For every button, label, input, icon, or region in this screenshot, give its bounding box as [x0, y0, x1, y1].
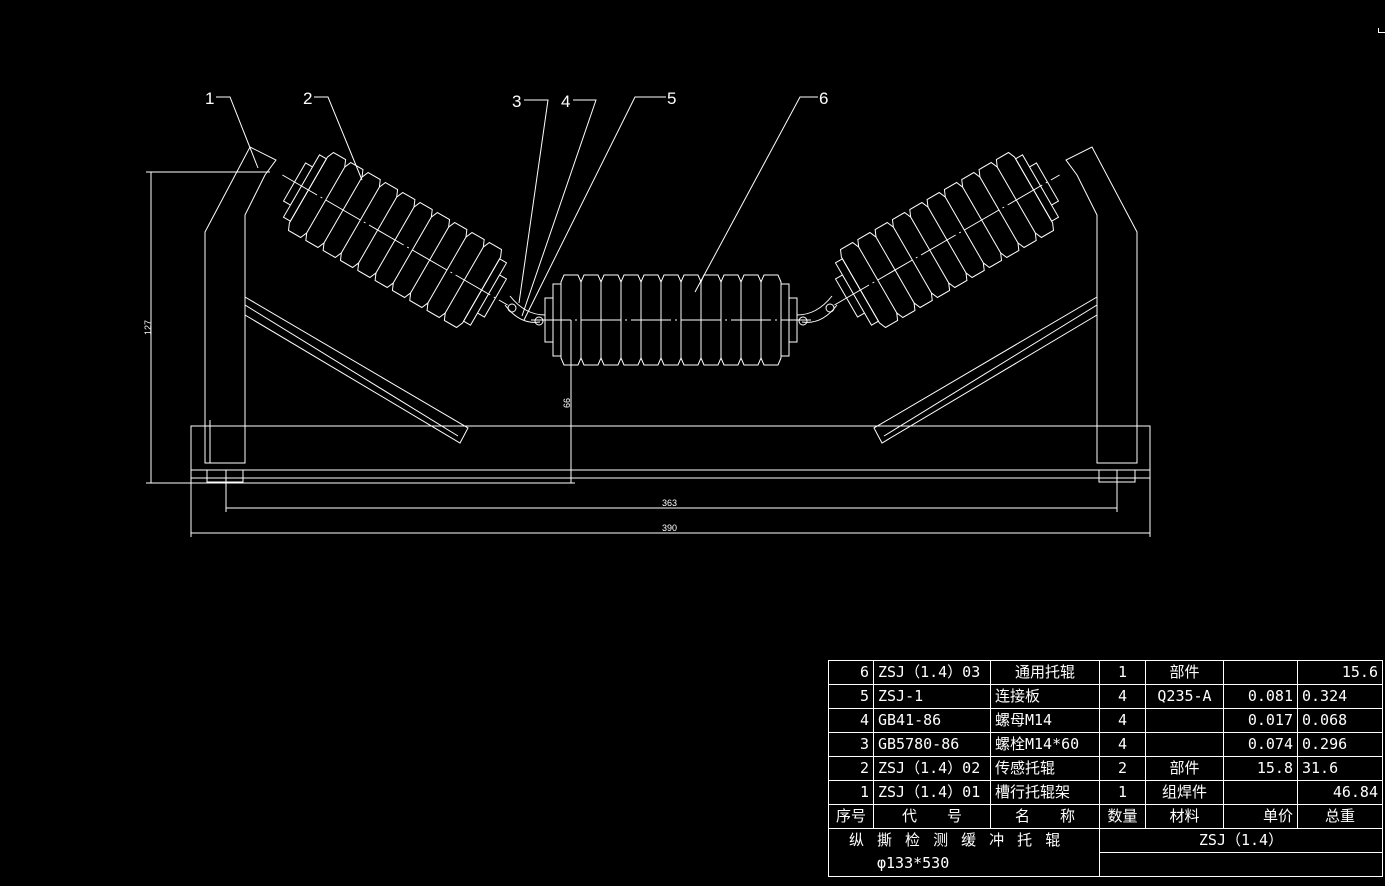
cell-total: 0.324	[1297, 684, 1383, 709]
center-roller	[531, 274, 811, 366]
cell-no: 6	[828, 660, 874, 685]
cell-code: GB5780-86	[873, 732, 991, 757]
header-material: 材料	[1145, 804, 1224, 829]
cell-material: 部件	[1145, 660, 1224, 685]
right-side-roller	[834, 151, 1060, 329]
leader-lines	[216, 96, 818, 321]
dim-363: 363	[662, 498, 677, 508]
cell-qty: 4	[1099, 708, 1146, 733]
cell-material: Q235-A	[1145, 684, 1224, 709]
cell-unit	[1223, 780, 1298, 805]
drawing-number: ZSJ（1.4）	[1099, 828, 1383, 853]
header-name: 名 称	[990, 804, 1100, 829]
frame	[190, 146, 1151, 483]
cell-name: 槽行托辊架	[990, 780, 1100, 805]
cell-unit: 15.8	[1223, 756, 1298, 781]
corner-mark	[1378, 28, 1385, 33]
cell-code: ZSJ-1	[873, 684, 991, 709]
header-qty: 数量	[1099, 804, 1146, 829]
blank-cell	[1099, 852, 1383, 877]
cell-no: 5	[828, 684, 874, 709]
blank-row	[829, 852, 1383, 877]
cell-qty: 4	[1099, 684, 1146, 709]
cell-name: 螺母M14	[990, 708, 1100, 733]
callout-5: 5	[667, 89, 676, 108]
callout-4: 4	[561, 92, 570, 111]
cell-qty: 4	[1099, 732, 1146, 757]
rollers	[282, 151, 1060, 366]
header-total: 总重	[1297, 804, 1383, 829]
drawing-spec: φ133*530	[877, 854, 950, 872]
cell-total: 46.84	[1297, 780, 1383, 805]
cell-name: 连接板	[990, 684, 1100, 709]
cell-total: 31.6	[1297, 756, 1383, 781]
dim-66: 66	[562, 398, 572, 408]
title-block: 纵 撕 检 测 缓 冲 托 辊 φ133*530	[828, 828, 1100, 877]
cell-name: 通用托辊	[990, 660, 1100, 685]
cell-unit: 0.081	[1223, 684, 1298, 709]
cell-code: ZSJ（1.4）01	[873, 780, 991, 805]
cell-name: 传感托辊	[990, 756, 1100, 781]
cell-total: 15.6	[1297, 660, 1383, 685]
dimension-lines	[146, 171, 1151, 537]
header-unit: 单价	[1223, 804, 1298, 829]
cell-material: 组焊件	[1145, 780, 1224, 805]
callout-1: 1	[205, 89, 214, 108]
cell-qty: 1	[1099, 780, 1146, 805]
cell-no: 4	[828, 708, 874, 733]
cell-code: ZSJ（1.4）03	[873, 660, 991, 685]
header-code: 代 号	[873, 804, 991, 829]
cell-unit: 0.074	[1223, 732, 1298, 757]
cell-qty: 2	[1099, 756, 1146, 781]
left-side-roller	[282, 151, 508, 329]
callout-2: 2	[303, 89, 312, 108]
header-no: 序号	[828, 804, 874, 829]
cell-unit: 0.017	[1223, 708, 1298, 733]
callout-6: 6	[819, 89, 828, 108]
cell-qty: 1	[1099, 660, 1146, 685]
cell-total: 0.068	[1297, 708, 1383, 733]
cell-no: 3	[828, 732, 874, 757]
cell-material: 部件	[1145, 756, 1224, 781]
cell-total: 0.296	[1297, 732, 1383, 757]
table-header: 序号代 号名 称数量材料单价总重	[828, 804, 1383, 829]
cell-name: 螺栓M14*60	[990, 732, 1100, 757]
cell-unit	[1223, 660, 1298, 685]
dim-390: 390	[662, 523, 677, 533]
cell-code: ZSJ（1.4）02	[873, 756, 991, 781]
cell-material	[1145, 708, 1224, 733]
callout-3: 3	[512, 92, 521, 111]
drawing-title: 纵 撕 检 测 缓 冲 托 辊	[849, 831, 1063, 849]
cell-no: 2	[828, 756, 874, 781]
cell-material	[1145, 732, 1224, 757]
cell-no: 1	[828, 780, 874, 805]
dim-127: 127	[143, 320, 153, 335]
title-row: 纵 撕 检 测 缓 冲 托 辊 φ133*530 ZSJ（1.4）	[828, 828, 1383, 877]
cell-code: GB41-86	[873, 708, 991, 733]
